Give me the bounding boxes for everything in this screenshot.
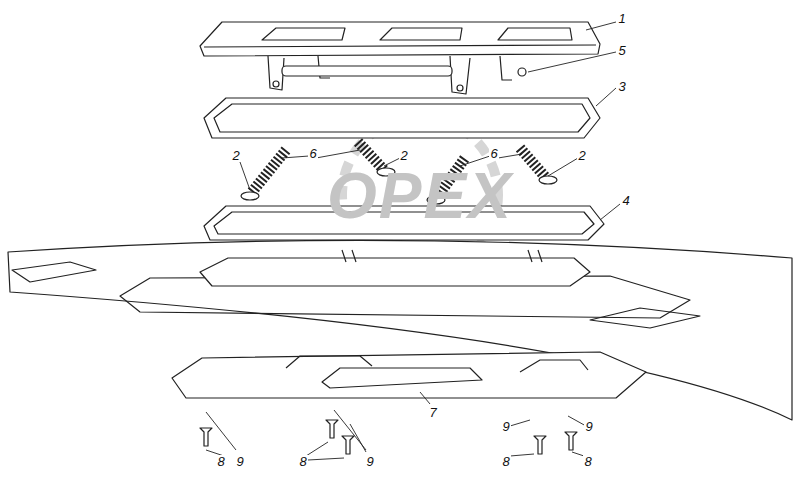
- watermark: OPEX: [327, 164, 513, 228]
- callout-number: 2: [231, 149, 240, 162]
- hatch-opening: [200, 258, 590, 286]
- callout-number: 3: [617, 80, 626, 93]
- callout-number: 9: [501, 420, 510, 433]
- lid: [200, 22, 600, 56]
- callout-number: 5: [617, 44, 626, 57]
- callout-number: 8: [583, 455, 592, 468]
- callout-number: 2: [577, 149, 586, 162]
- callout-number: 8: [298, 455, 307, 468]
- callout-number: 9: [365, 455, 374, 468]
- hinge-rod: [282, 66, 452, 76]
- cab-roof: [8, 240, 792, 420]
- fixing-pin: [518, 68, 526, 76]
- lid-edge: [204, 45, 596, 47]
- callout-number: 9: [235, 455, 244, 468]
- callout-number: 8: [216, 455, 225, 468]
- callout-number: 9: [584, 420, 593, 433]
- callout-number: 6: [308, 147, 317, 160]
- screws: [200, 420, 577, 454]
- clips: [342, 250, 542, 262]
- callout-number: 6: [489, 147, 498, 160]
- hinge-brackets: [268, 56, 512, 94]
- callout-number: 4: [621, 194, 630, 207]
- callout-number: 2: [399, 149, 408, 162]
- inner-trim: [172, 352, 646, 398]
- seal-frame: [204, 98, 600, 138]
- callout-number: 7: [428, 406, 437, 419]
- callout-number: 1: [617, 12, 626, 25]
- lid-ribs: [262, 28, 572, 40]
- callout-number: 8: [501, 455, 510, 468]
- leader-lines: [206, 22, 620, 460]
- seal-inner: [214, 104, 590, 132]
- trim-handle: [286, 356, 588, 388]
